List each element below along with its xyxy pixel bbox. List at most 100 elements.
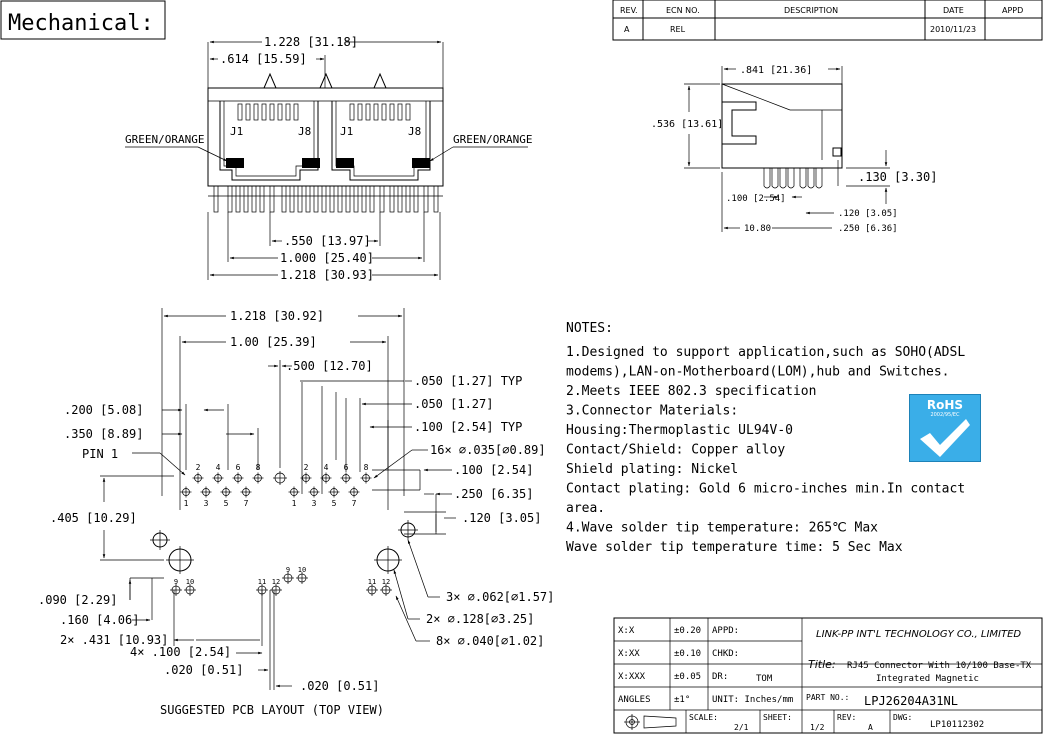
contact [253, 103, 259, 121]
dim-pcb-350: .350 [8.89] [64, 427, 143, 441]
note-line: modems),LAN-on-Motherboard(LOM),hub and … [566, 365, 950, 380]
pin [305, 185, 311, 213]
pin [289, 185, 295, 213]
pin-label: 5 [332, 499, 337, 508]
led-label-right: GREEN/ORANGE [453, 133, 532, 146]
dim-pcb-overall: 1.218 [30.92] [230, 309, 324, 323]
angles-label: ANGLES [618, 695, 651, 705]
rev-label: REV: [837, 713, 856, 722]
dim-pcb-16x: 16× ⌀.035[⌀0.89] [430, 443, 546, 457]
dim-pcb-8x: 8× ⌀.040[⌀1.02] [436, 634, 544, 648]
led-pin-label: 11 [258, 578, 266, 586]
side-pin [799, 168, 807, 189]
port-label-j1-right: J1 [340, 125, 353, 138]
contact [349, 103, 355, 121]
dim-pcb-3x: 3× ⌀.062[⌀1.57] [446, 590, 554, 604]
pin-label: 8 [364, 463, 369, 472]
pin [369, 185, 375, 213]
pin [389, 185, 395, 213]
dim-pin-span-outer: 1.218 [30.93] [280, 268, 374, 282]
rev-value-tb: A [868, 723, 873, 732]
tol-x-value: ±0.20 [674, 626, 701, 636]
pin-label: 6 [344, 463, 349, 472]
dim-pcb-405: .405 [10.29] [50, 511, 137, 525]
page-title: Mechanical: [8, 11, 154, 36]
appd-header: APPD [1002, 6, 1023, 15]
chkd-label: CHKD: [712, 649, 739, 659]
dim-side-height: .536 [13.61] [651, 119, 723, 130]
contact [293, 103, 299, 121]
pin [251, 185, 257, 213]
contact [381, 103, 387, 121]
note-line: Housing:Thermoplastic UL94V-0 [566, 423, 793, 438]
note-line: Contact plating: Gold 6 micro-inches min… [566, 482, 965, 497]
tol-x-label: X:X [618, 626, 635, 636]
pin [281, 185, 287, 213]
dim-side-pin-len: .130 [3.30] [858, 170, 937, 184]
contact [397, 103, 403, 121]
appd-label: APPD: [712, 626, 739, 636]
note-line: Contact/Shield: Copper alloy [566, 443, 785, 458]
rohs-title: RoHS [926, 398, 964, 412]
dim-pcb-100-typ: .100 [2.54] TYP [414, 420, 522, 434]
dr-value: TOM [756, 674, 773, 684]
unit-label: UNIT: Inches/mm [712, 695, 793, 705]
pin-label: 3 [204, 499, 209, 508]
pin-label: 4 [324, 463, 329, 472]
pin-label: 7 [244, 499, 249, 508]
dim-pcb-160: .160 [4.06] [60, 613, 139, 627]
dim-side-offset1: .120 [3.05] [838, 209, 898, 219]
dim-pcb-090: .090 [2.29] [38, 593, 117, 607]
note-line: area. [566, 501, 605, 516]
note-line: 3.Connector Materials: [566, 404, 738, 419]
pin [269, 185, 275, 213]
dim-pcb-2x431: 2× .431 [10.93] [60, 633, 168, 647]
dim-pcb-120: .120 [3.05] [462, 511, 541, 525]
contact [269, 103, 275, 121]
pin [413, 185, 419, 213]
note-line: 4.Wave solder tip temperature: 265℃ Max [566, 521, 878, 536]
pin [337, 185, 343, 213]
pin [297, 185, 303, 213]
dim-side-offset2: .250 [6.36] [838, 224, 898, 234]
note-line: 2.Meets IEEE 802.3 specification [566, 384, 816, 399]
pin [353, 185, 359, 213]
pin [397, 185, 403, 213]
contact [405, 103, 411, 121]
pin-label: 4 [216, 463, 221, 472]
side-pin [763, 168, 771, 189]
pin [243, 185, 249, 213]
side-pin [787, 168, 795, 189]
led-pin-label: 10 [298, 566, 306, 574]
dim-pcb-050: .050 [1.27] [414, 397, 493, 411]
contact [373, 103, 379, 121]
company-name: LINK-PP INT'L TECHNOLOGY CO., LIMITED [816, 629, 1021, 640]
side-pin [807, 168, 815, 189]
dim-pcb-4x100: 4× .100 [2.54] [130, 645, 231, 659]
contact [277, 103, 283, 121]
dim-pcb-250: .250 [6.35] [454, 487, 533, 501]
dim-pcb-2x-hole: 2× ⌀.128[⌀3.25] [426, 612, 534, 626]
pin-label: 5 [224, 499, 229, 508]
notes: NOTES: 1.Designed to support application… [566, 321, 965, 555]
pin [321, 185, 327, 213]
checkmark-icon [920, 419, 970, 457]
note-line: Wave solder tip temperature time: 5 Sec … [566, 540, 903, 555]
port-label-j8-left: J8 [298, 125, 311, 138]
pin [329, 185, 335, 213]
rohs-badge: RoHS 2002/95/EC [909, 394, 981, 462]
notes-header: NOTES: [566, 321, 613, 336]
pin-label: 3 [312, 499, 317, 508]
pin [235, 185, 241, 213]
pcb-layout: 1.218 [30.92] 1.00 [25.39] .500 [12.70] … [38, 308, 554, 717]
led-pin-label: 9 [174, 578, 178, 586]
contact [285, 103, 291, 121]
pin [227, 185, 233, 213]
tol-xx-label: X:XX [618, 649, 640, 659]
dim-side-base: 10.80 [744, 224, 771, 234]
pin-label: 2 [304, 463, 309, 472]
side-pin [815, 168, 823, 189]
title-value-2: Integrated Magnetic [876, 674, 979, 684]
dim-pcb-020b: .020 [0.51] [300, 679, 379, 693]
pin-label: 7 [352, 499, 357, 508]
